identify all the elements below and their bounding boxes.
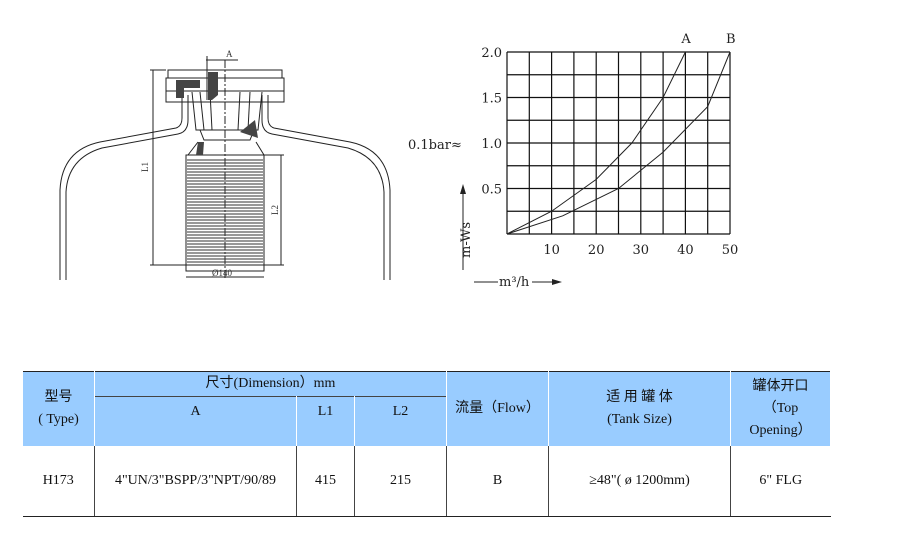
x-axis-label: m³/h [499,275,530,290]
x-tick-label: 50 [722,243,739,258]
header-type: 型号( Type) [22,371,95,446]
y-tick-label: 0.5 [481,183,502,198]
x-tick-label: 20 [588,243,605,258]
series-label-A: A [680,32,691,47]
label-a: A [226,49,233,59]
header-tank-size: 适 用 罐 体(Tank Size) [548,371,731,446]
header-dimension: 尺寸(Dimension）mm [94,371,447,397]
y-prefix-label: 0.1bar≈ [408,138,462,153]
table-row: H173 4"UN/3"BSPP/3"NPT/90/89 415 215 B ≥… [22,445,831,517]
y-tick-label: 2.0 [481,46,502,61]
label-l2: L2 [270,205,280,215]
cell-a: 4"UN/3"BSPP/3"NPT/90/89 [94,445,297,517]
header-l1: L1 [296,396,355,446]
cell-top-opening: 6" FLG [730,445,831,517]
header-l2: L2 [354,396,447,446]
cell-tank-size: ≥48"( ø 1200mm) [548,445,731,517]
pressure-drop-chart: A B 10 20 30 40 50 0.5 1.0 1.5 2.0 0.1bar≈ m-Ws m… [408,32,739,290]
header-flow: 流量（Flow） [446,371,549,446]
cell-type: H173 [22,445,95,517]
cell-l2: 215 [354,445,447,517]
cell-l1: 415 [296,445,355,517]
x-axis-arrow [552,279,562,285]
y-tick-label: 1.0 [481,137,502,152]
y-tick-label: 1.5 [481,92,502,107]
product-spec-table: 型号( Type) 尺寸(Dimension）mm 流量（Flow） 适 用 罐… [22,371,831,517]
x-tick-label: 30 [633,243,650,258]
filter-assembly-drawing: A L1 L2 Ø140 [59,49,391,280]
x-tick-label: 40 [677,243,694,258]
label-l1: L1 [140,162,150,172]
y-axis-label: m-Ws [459,222,474,258]
cell-flow: B [446,445,549,517]
header-a: A [94,396,297,446]
series-label-B: B [726,32,736,47]
label-diameter: Ø140 [212,268,232,278]
series-line-A [506,51,686,235]
series-line-B [506,51,731,235]
x-tick-label: 10 [543,243,560,258]
